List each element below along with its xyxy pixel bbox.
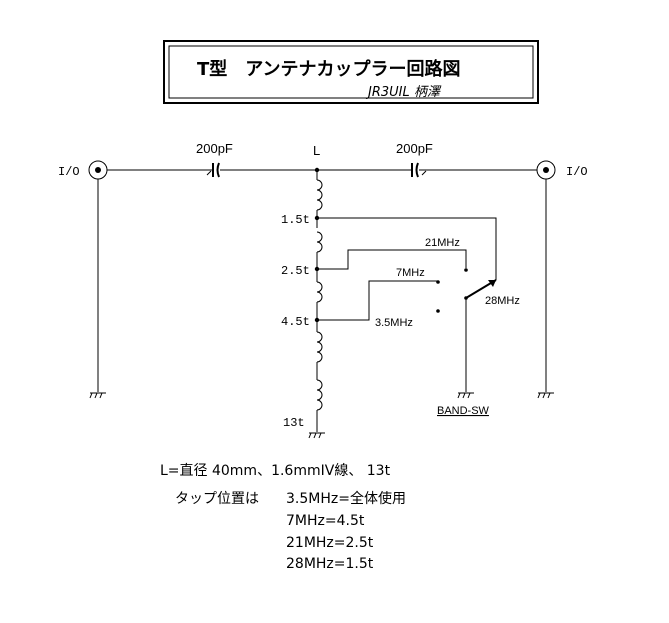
- switch-label-3-5mhz: 3.5MHz: [375, 317, 413, 329]
- tap-heading-note: タップ位置は: [175, 491, 259, 507]
- ground-symbol-switch: [457, 392, 474, 399]
- switch-label-21mhz: 21MHz: [425, 237, 460, 249]
- right-io-connector: I/O: [536, 160, 588, 180]
- coil-spec-note: L=直径 40mm、1.6mmIV線、 13t: [160, 462, 391, 479]
- tap-label-13t: 13t: [283, 416, 305, 430]
- tap-line-1: 3.5MHz=全体使用: [286, 490, 406, 507]
- right-capacitor: 200pF: [396, 141, 433, 178]
- left-io-label: I/O: [58, 165, 80, 179]
- right-io-label: I/O: [566, 165, 588, 179]
- switch-label-28mhz: 28MHz: [485, 295, 520, 307]
- band-switch-label: BAND-SW: [437, 405, 490, 417]
- switch-label-7mhz: 7MHz: [396, 267, 425, 279]
- tap-label-1-5t: 1.5t: [281, 213, 310, 227]
- tap-line-4: 28MHz=1.5t: [286, 556, 374, 572]
- tap-wires: [317, 217, 497, 321]
- ground-symbol-left: [89, 392, 106, 399]
- tap-line-3: 21MHz=2.5t: [286, 535, 374, 551]
- left-capacitor-label: 200pF: [196, 141, 233, 156]
- left-io-connector: I/O: [58, 160, 108, 180]
- tap-line-2: 7MHz=4.5t: [286, 513, 365, 529]
- notes-block: L=直径 40mm、1.6mmIV線、 13t タップ位置は 3.5MHz=全体…: [160, 462, 406, 572]
- tap-label-4-5t: 4.5t: [281, 315, 310, 329]
- title-block: T型 アンテナカップラー回路図 JR3UIL 柄澤: [163, 40, 539, 104]
- tap-label-2-5t: 2.5t: [281, 264, 310, 278]
- right-capacitor-label: 200pF: [396, 141, 433, 156]
- ground-symbol-coil: [308, 432, 325, 439]
- left-capacitor: 200pF: [196, 141, 233, 178]
- diagram-title: T型 アンテナカップラー回路図: [197, 58, 461, 80]
- tapped-inductor: [316, 170, 323, 432]
- author-label: JR3UIL 柄澤: [365, 85, 442, 100]
- band-switch: 21MHz 7MHz 3.5MHz 28MHz BAND-SW: [375, 237, 520, 417]
- ground-symbol-right: [537, 392, 554, 399]
- inductor-label: L: [313, 143, 320, 158]
